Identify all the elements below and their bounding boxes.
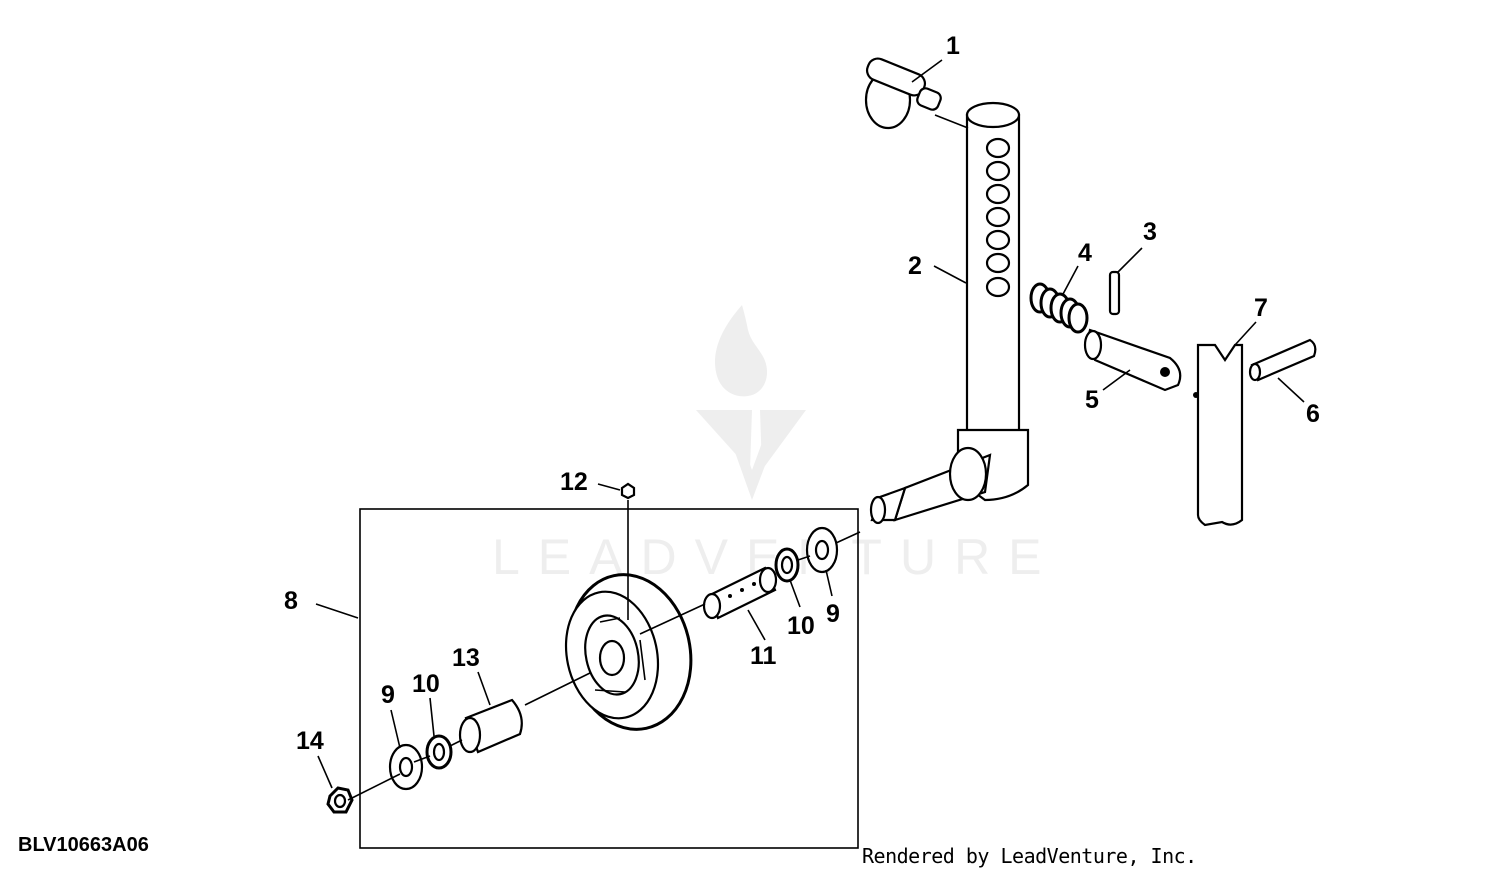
part-1-lynch-pin bbox=[864, 57, 942, 130]
callout-1: 1 bbox=[946, 32, 960, 60]
wheel bbox=[564, 573, 693, 731]
callout-4: 4 bbox=[1078, 239, 1092, 267]
part-7-bracket bbox=[1193, 343, 1244, 527]
assembly-lines bbox=[347, 114, 969, 801]
part-2-stand-tube bbox=[869, 101, 1030, 525]
part-13-bushing bbox=[458, 698, 523, 754]
callout-12: 12 bbox=[560, 468, 588, 496]
part-10-washer-left bbox=[425, 734, 453, 770]
part-8-wheel-kit-box bbox=[359, 508, 859, 849]
part-3-roll-pin bbox=[1108, 270, 1121, 316]
callout-7: 7 bbox=[1254, 294, 1268, 322]
part-12-grease-fitting bbox=[620, 482, 636, 500]
part-6-pin bbox=[1248, 338, 1317, 382]
part-9-washer-right bbox=[805, 526, 839, 574]
callout-9-right: 9 bbox=[826, 600, 840, 628]
callout-13: 13 bbox=[452, 644, 480, 672]
callout-9-left: 9 bbox=[381, 681, 395, 709]
callout-10-right: 10 bbox=[787, 612, 815, 640]
callout-14: 14 bbox=[296, 727, 324, 755]
part-14-lock-nut bbox=[326, 786, 354, 814]
leader-lines bbox=[315, 59, 1305, 789]
part-10-washer-right bbox=[774, 547, 800, 583]
callout-labels: 1 2 3 4 5 6 7 8 9 9 10 10 11 12 13 14 bbox=[284, 32, 1320, 755]
callout-6: 6 bbox=[1306, 400, 1320, 428]
part-11-axle-sleeve bbox=[702, 566, 778, 620]
callout-11: 11 bbox=[750, 642, 777, 670]
callout-2: 2 bbox=[908, 252, 922, 280]
callout-10-left: 10 bbox=[412, 670, 440, 698]
render-credit: Rendered by LeadVenture, Inc. bbox=[862, 844, 1197, 868]
part-5-latch bbox=[1083, 328, 1182, 392]
part-4-spring bbox=[1029, 282, 1089, 334]
part-9-washer-left bbox=[388, 743, 424, 791]
callout-8: 8 bbox=[284, 587, 298, 615]
diagram-code: BLV10663A06 bbox=[18, 834, 149, 856]
callout-5: 5 bbox=[1085, 386, 1099, 414]
callout-3: 3 bbox=[1143, 218, 1157, 246]
watermark-logo-icon bbox=[696, 305, 806, 500]
